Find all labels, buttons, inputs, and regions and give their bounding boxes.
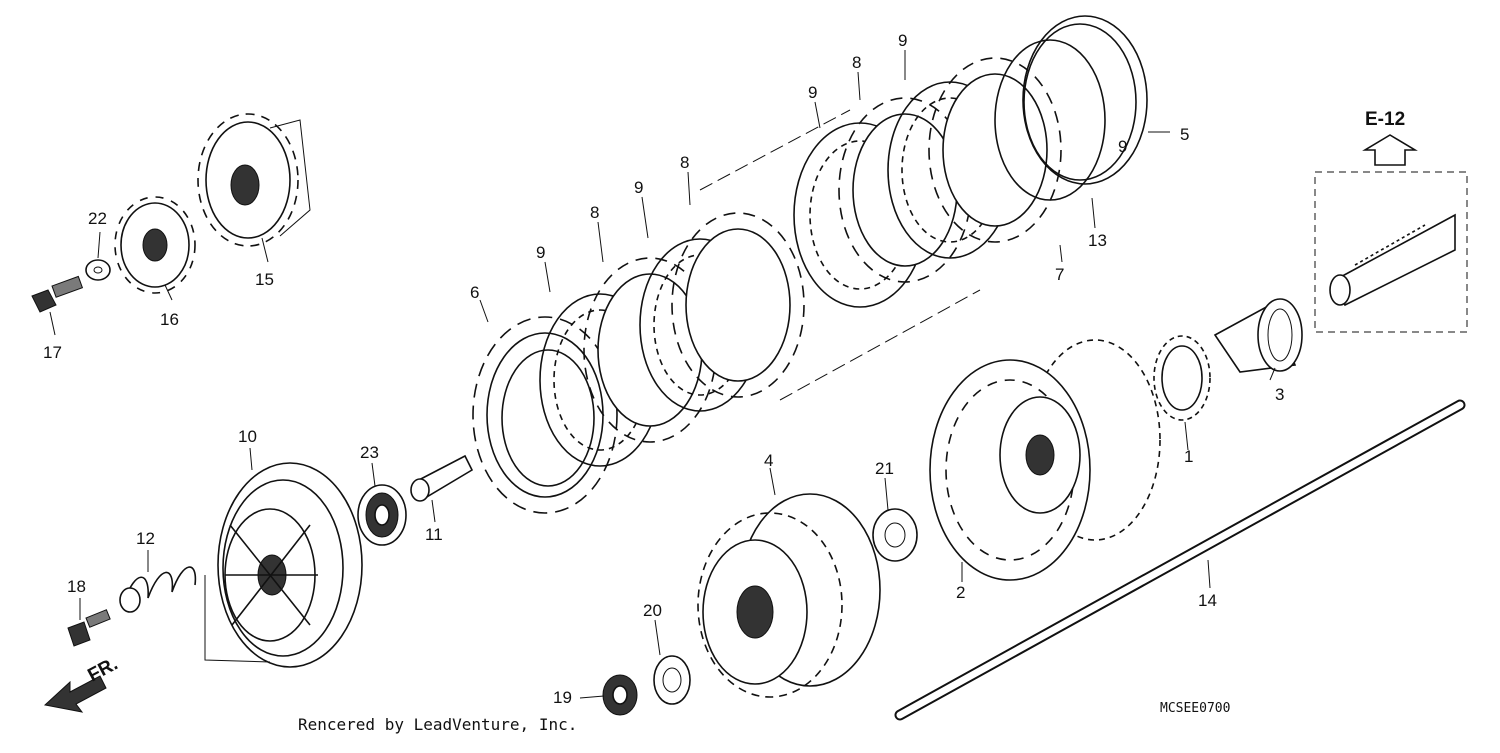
part-7-friction-disc[interactable]: [928, 57, 1062, 243]
part-23-bearing[interactable]: [357, 484, 407, 546]
label-part-6: 6: [470, 283, 479, 302]
diagram-code: MCSEE0700: [1160, 701, 1230, 716]
reference-label: E-12: [1365, 109, 1405, 130]
part-13-wire-ring[interactable]: [994, 39, 1106, 201]
arrow-up-outline-icon: [1362, 134, 1418, 166]
label-part-12: 12: [136, 529, 155, 548]
part-20-washer[interactable]: [653, 655, 691, 705]
label-part-3: 3: [1275, 385, 1284, 404]
label-part-16: 16: [160, 310, 179, 329]
leader-lines: [49, 50, 1276, 699]
part-12-spring[interactable]: [119, 566, 197, 613]
part-16-sprocket[interactable]: [114, 196, 196, 294]
part-11-pin[interactable]: [410, 454, 474, 502]
label-part-18: 18: [67, 577, 86, 596]
e12-inset-frame: [1314, 171, 1468, 333]
guide-line-lower: [779, 289, 981, 401]
label-part-9-e: 9: [1118, 137, 1127, 156]
part-22-washer[interactable]: [85, 259, 111, 281]
label-part-5: 5: [1180, 125, 1189, 144]
part-5-judder-spring[interactable]: [1022, 15, 1148, 185]
part-4-clutch-center[interactable]: [697, 493, 881, 698]
label-part-8-a: 8: [590, 203, 599, 222]
label-part-8-c: 8: [852, 53, 861, 72]
label-part-11: 11: [425, 525, 443, 544]
label-part-10: 10: [238, 427, 257, 446]
label-part-13: 13: [1088, 231, 1107, 250]
label-part-15: 15: [255, 270, 274, 289]
label-part-4: 4: [764, 451, 773, 470]
label-part-1: 1: [1184, 447, 1193, 466]
label-part-17: 17: [43, 343, 62, 362]
label-part-9-c: 9: [808, 83, 817, 102]
label-part-2: 2: [956, 583, 965, 602]
label-part-22: 22: [88, 209, 107, 228]
part-19-nut[interactable]: [602, 674, 638, 716]
guide-line-upper: [699, 109, 851, 191]
part-8-friction-disc-2[interactable]: [671, 212, 805, 398]
part-15-gear[interactable]: [197, 113, 311, 247]
label-part-23: 23: [360, 443, 379, 462]
label-part-9-d: 9: [898, 31, 907, 50]
part-3-bush[interactable]: [1213, 298, 1303, 373]
arrow-front-icon: [43, 675, 107, 713]
label-part-9-b: 9: [634, 178, 643, 197]
part-17-bolt[interactable]: [31, 275, 84, 313]
label-part-9-a: 9: [536, 243, 545, 262]
credit-text: Rencered by LeadVenture, Inc.: [298, 715, 577, 734]
part-2-clutch-outer[interactable]: [929, 339, 1161, 581]
part-21-washer[interactable]: [872, 508, 918, 562]
label-part-20: 20: [643, 601, 662, 620]
label-part-8-b: 8: [680, 153, 689, 172]
mainshaft: [1329, 213, 1456, 307]
part-1-oil-pump-gear[interactable]: [1153, 335, 1211, 421]
label-part-19: 19: [553, 688, 572, 707]
label-part-14: 14: [1198, 591, 1217, 610]
label-part-7: 7: [1055, 265, 1064, 284]
part-18-bolt[interactable]: [67, 609, 111, 647]
label-part-21: 21: [875, 459, 894, 478]
part-10-pressure-plate[interactable]: [204, 462, 363, 668]
